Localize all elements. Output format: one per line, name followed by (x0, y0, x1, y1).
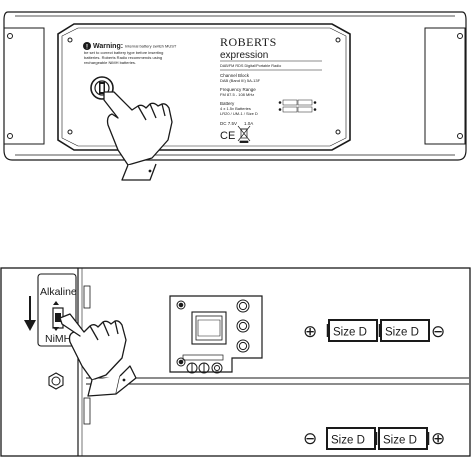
ce-mark: CE (220, 130, 235, 142)
right-side-panel (424, 27, 466, 145)
battery-orientation-icon (278, 99, 317, 113)
dc-socket-block (169, 295, 263, 374)
battery-compartment-view: Alkaline NiMH (0, 267, 471, 457)
dc-input-label: DC 7.5V (220, 121, 237, 126)
channel-block-title: Channel Block (220, 73, 250, 78)
product-line: DAB/FM RDS Digital/Portable Radio (220, 64, 281, 68)
battery-value-1: 4 x 1.5v Batteries (220, 106, 251, 111)
left-side-panel (3, 27, 45, 145)
svg-text:!: ! (86, 45, 88, 51)
battery-value-2: LR20 / UM-1 / Size D (220, 111, 258, 116)
warning-line-2: be set to correct battery type before in… (84, 50, 163, 55)
frequency-title: Frequency Range (220, 87, 256, 92)
frequency-value: FM 87.5 - 108 MHz (220, 92, 254, 97)
screw-icon (67, 37, 73, 43)
radio-rear-view: ! Warning: Internal battery switch MUST … (3, 11, 467, 181)
battery-type-slider-housing (37, 273, 77, 347)
battery-row-bottom: ⊖ Size D Size D ⊕ (303, 427, 445, 450)
screw-icon (457, 133, 463, 139)
battery-label: Size D (333, 327, 367, 339)
brand-name: ROBERTS (220, 35, 277, 49)
battery-label: Size D (385, 327, 419, 339)
screw-icon (335, 129, 341, 135)
warning-icon (83, 42, 91, 50)
weee-bin-icon (237, 125, 251, 143)
battery-row-top: ⊕ Size D Size D ⊖ (303, 319, 445, 342)
warning-title: Warning: (93, 43, 123, 50)
battery-type-slider[interactable] (52, 301, 64, 331)
hand-pointer-icon (103, 91, 173, 181)
warning-line-3: batteries. Roberts Radio recommends usin… (84, 55, 162, 60)
warning-line-4: rechargeable NiMH batteries. (84, 60, 136, 65)
plus-terminal-icon: ⊕ (303, 322, 317, 341)
plus-terminal-icon: ⊕ (431, 429, 445, 448)
screw-icon (457, 33, 463, 39)
battery-type-switch[interactable] (90, 76, 114, 100)
down-arrow-icon (24, 296, 36, 331)
dc-current-label: 1.0A (244, 121, 253, 126)
rating-label: ROBERTS expression DAB/FM RDS Digital/Po… (220, 35, 322, 143)
warning-label: ! Warning: Internal battery switch MUST … (83, 42, 177, 65)
screw-icon (48, 372, 64, 390)
switch-label-alkaline: Alkaline (40, 286, 77, 298)
screw-icon (335, 37, 341, 43)
channel-block-value: DAB (Band III) 5A-13F (220, 78, 261, 83)
minus-terminal-icon: ⊖ (431, 322, 445, 341)
screw-icon (7, 33, 13, 39)
battery-label: Size D (331, 435, 365, 447)
screw-icon (67, 129, 73, 135)
switch-label-nimh: NiMH (45, 333, 71, 345)
model-name: expression (220, 50, 268, 61)
minus-terminal-icon: ⊖ (303, 429, 317, 448)
battery-label: Size D (383, 435, 417, 447)
hand-pointer-icon (59, 313, 137, 397)
screw-icon (7, 133, 13, 139)
radio-body-outline (3, 11, 467, 161)
warning-line-1: Internal battery switch MUST (125, 44, 177, 49)
battery-cover-plate (57, 23, 351, 151)
battery-title: Battery (220, 101, 235, 106)
